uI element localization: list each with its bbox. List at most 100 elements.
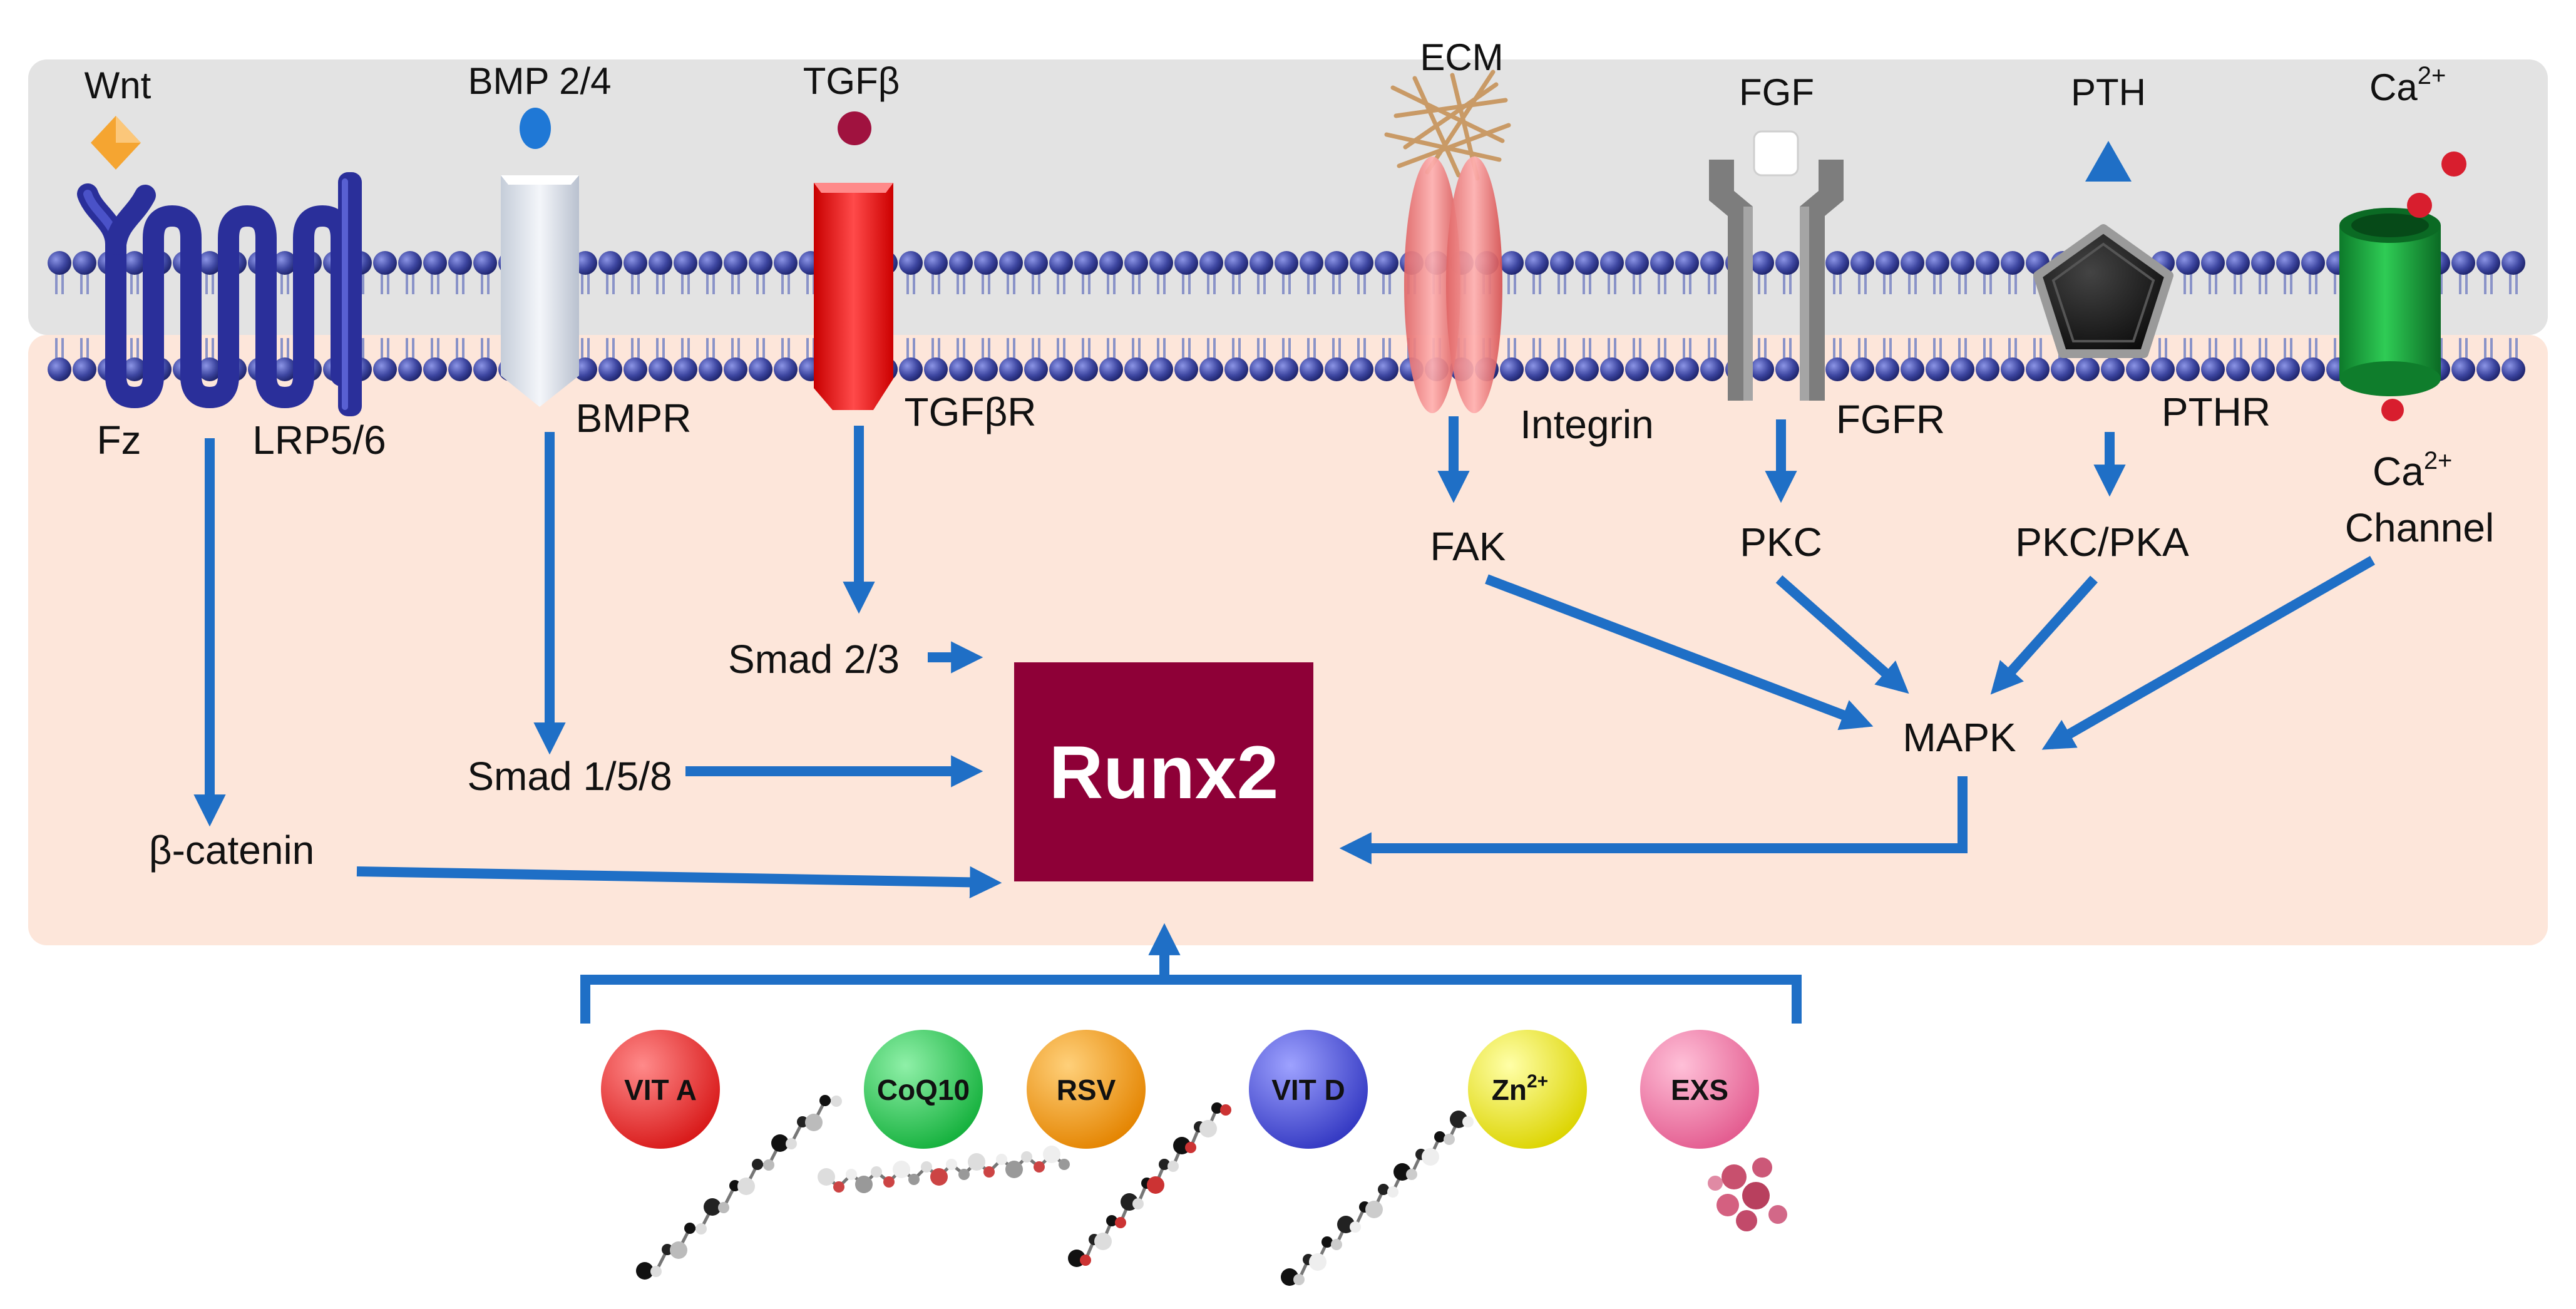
- lipid-head: [1825, 357, 1849, 381]
- calcium-channel-icon: [2339, 225, 2441, 379]
- ecm-label: ECM: [1420, 36, 1503, 78]
- signaling-arrows: [193, 416, 2375, 1024]
- lipid-head: [2251, 251, 2275, 275]
- fgf-ligand-icon: [1753, 130, 1799, 177]
- lipid-head: [198, 251, 222, 275]
- lipid-head: [48, 357, 71, 381]
- lipid-head: [1174, 357, 1198, 381]
- arrow-pkcpka-to-mapk: [1990, 575, 2098, 695]
- wnt-label: Wnt: [85, 64, 151, 106]
- lipid-head: [1750, 251, 1774, 275]
- lipid-head: [974, 251, 998, 275]
- lipid-head: [1650, 357, 1674, 381]
- lipid-head: [623, 251, 647, 275]
- integrin-right-icon: [1446, 157, 1502, 413]
- lipid-head: [573, 357, 597, 381]
- bracket-nutrients: [580, 975, 1802, 1024]
- lipid-head: [2276, 357, 2300, 381]
- lipid-head: [1199, 251, 1223, 275]
- lipid-head: [2001, 357, 2024, 381]
- lipid-head: [1750, 357, 1774, 381]
- lipid-head: [774, 251, 798, 275]
- lipid-head: [1375, 357, 1398, 381]
- molecule-vit-a: [636, 1095, 842, 1280]
- lipid-head: [2151, 357, 2175, 381]
- bmpr-label: BMPR: [576, 396, 692, 441]
- lipid-head: [1575, 251, 1599, 275]
- lipid-head: [749, 357, 772, 381]
- nutrient-sphere-exs: [1640, 1030, 1759, 1149]
- arrow-beta-catenin-to-runx2: [356, 866, 1002, 898]
- lipid-head: [924, 251, 948, 275]
- lipid-head: [2026, 357, 2050, 381]
- lipid-head: [649, 251, 672, 275]
- pkc-label: PKC: [1740, 520, 1822, 565]
- lipid-head: [924, 357, 948, 381]
- lipid-head: [1926, 251, 1949, 275]
- lipid-head: [1099, 251, 1123, 275]
- lipid-head: [73, 357, 96, 381]
- lipid-head: [2476, 357, 2500, 381]
- lipid-head: [1600, 357, 1624, 381]
- lipid-head: [1074, 251, 1098, 275]
- lipid-head: [1275, 357, 1298, 381]
- lipid-head: [1951, 357, 1974, 381]
- smad158-label: Smad 1/5/8: [467, 754, 672, 799]
- lipid-head: [1300, 251, 1323, 275]
- lipid-head: [1525, 357, 1549, 381]
- lipid-head: [2226, 251, 2250, 275]
- nutrient-label-vit-d: VIT D: [1271, 1074, 1345, 1106]
- calcium-channel-bottom: [2339, 361, 2441, 396]
- lipid-head: [198, 357, 222, 381]
- exosome-cluster-icon: [1708, 1158, 1787, 1231]
- ecm-fibers-icon: [1384, 69, 1511, 181]
- lrp-receptor-icon: [338, 172, 362, 416]
- tgfbr-label: TGFβR: [905, 389, 1037, 434]
- lipid-head: [899, 357, 923, 381]
- lipid-head: [2476, 251, 2500, 275]
- lipid-head: [1124, 357, 1148, 381]
- lipid-head: [1775, 357, 1799, 381]
- nutrient-spheres: VIT A CoQ10 RSV VIT D Zn2+ EXS: [601, 1030, 1759, 1149]
- lipid-head: [1224, 251, 1248, 275]
- lipid-head: [1500, 251, 1524, 275]
- calcium-ion-icon: [2441, 151, 2466, 177]
- lipid-head: [1550, 251, 1574, 275]
- nutrient-label-zn: Zn2+: [1492, 1071, 1548, 1106]
- lipid-head: [949, 251, 973, 275]
- lipid-head: [573, 251, 597, 275]
- nutrient-sphere-coq10: [864, 1030, 983, 1149]
- bmp-ligand-icon: [520, 108, 551, 149]
- lrp-highlight: [342, 178, 348, 410]
- lipid-head: [1350, 357, 1373, 381]
- molecule-models: [636, 1095, 1474, 1286]
- lipid-head: [1976, 357, 1999, 381]
- lipid-head: [1024, 251, 1048, 275]
- lipid-head: [699, 251, 722, 275]
- mapk-label: MAPK: [1902, 715, 2016, 760]
- lipid-head: [398, 251, 422, 275]
- lipid-head: [1675, 251, 1699, 275]
- lipid-head: [1325, 251, 1348, 275]
- lipid-head: [1375, 251, 1398, 275]
- lipid-head: [2001, 251, 2024, 275]
- runx2-label: Runx2: [1049, 731, 1279, 814]
- lipid-head: [1149, 251, 1173, 275]
- lipid-head: [999, 357, 1023, 381]
- lipid-head: [1876, 357, 1899, 381]
- lipid-head: [1099, 357, 1123, 381]
- lipid-head: [1224, 357, 1248, 381]
- pth-label: PTH: [2071, 71, 2146, 113]
- lipid-head: [1600, 251, 1624, 275]
- fgf-label: FGF: [1739, 71, 1814, 113]
- bmpr-receptor-icon: [501, 175, 579, 407]
- lipid-head: [1300, 357, 1323, 381]
- lrp-label: LRP5/6: [252, 418, 386, 463]
- calcium-ion-entering-icon: [2407, 193, 2432, 218]
- lipid-head: [1951, 251, 1974, 275]
- lipid-head: [623, 357, 647, 381]
- lipid-head: [2502, 357, 2525, 381]
- lipid-head: [448, 251, 472, 275]
- lipid-head: [48, 251, 71, 275]
